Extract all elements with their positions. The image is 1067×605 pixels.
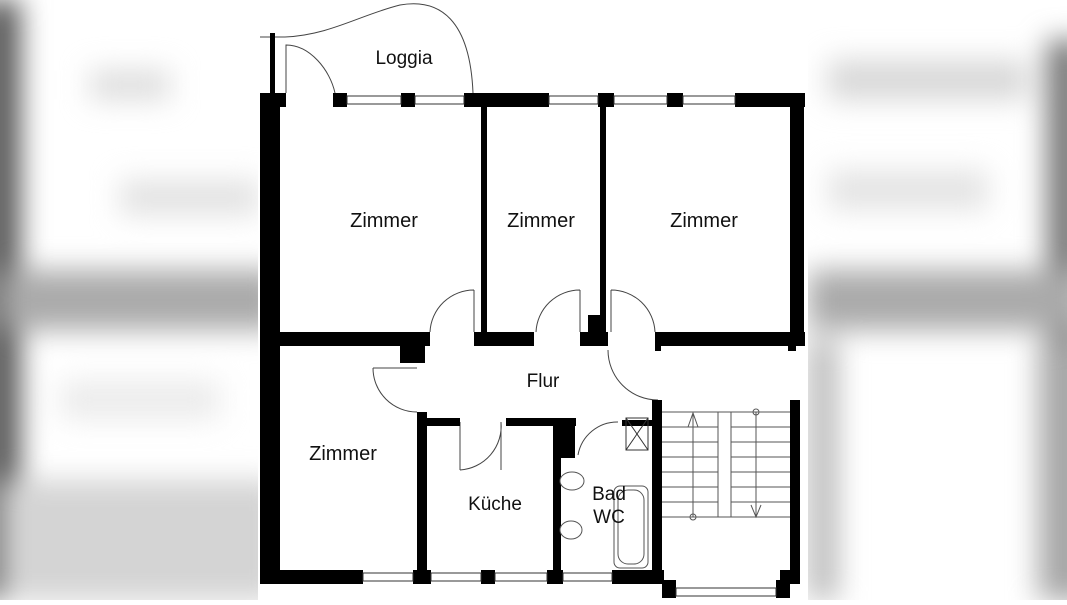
label-wc: WC [593,507,625,528]
floor-plan: Loggia Zimmer Zimmer Zimmer Flur Zimmer … [258,0,808,600]
label-bad: Bad [592,484,626,505]
label-zimmer-1: Zimmer [350,210,418,232]
windows-bottom [362,572,777,597]
windows-top [346,95,736,105]
toilet-icon [559,471,585,491]
label-loggia: Loggia [375,48,432,69]
loggia-outline [260,3,474,94]
label-zimmer-4: Zimmer [309,443,377,465]
label-flur: Flur [527,371,560,392]
label-zimmer-2: Zimmer [507,210,575,232]
floor-plan-drawing: Loggia Zimmer Zimmer Zimmer Flur Zimmer … [260,3,805,598]
label-kueche: Küche [468,494,522,515]
exterior-wall-right [790,93,804,343]
blurred-background-left [0,0,258,600]
bathroom-fixtures [559,471,649,569]
label-zimmer-3: Zimmer [670,210,738,232]
wall-zimmer2-zimmer3 [600,105,606,340]
blurred-background-right [808,0,1067,600]
sink-icon [559,520,583,540]
staircase [662,408,790,521]
wall-zimmer1-zimmer2 [481,105,487,340]
wall-upper-flur [260,315,805,363]
shaft [625,417,649,451]
door-swings [372,289,659,471]
walls-lower [417,400,800,583]
exterior-wall-bottom [260,570,800,598]
loggia-post [270,33,275,95]
